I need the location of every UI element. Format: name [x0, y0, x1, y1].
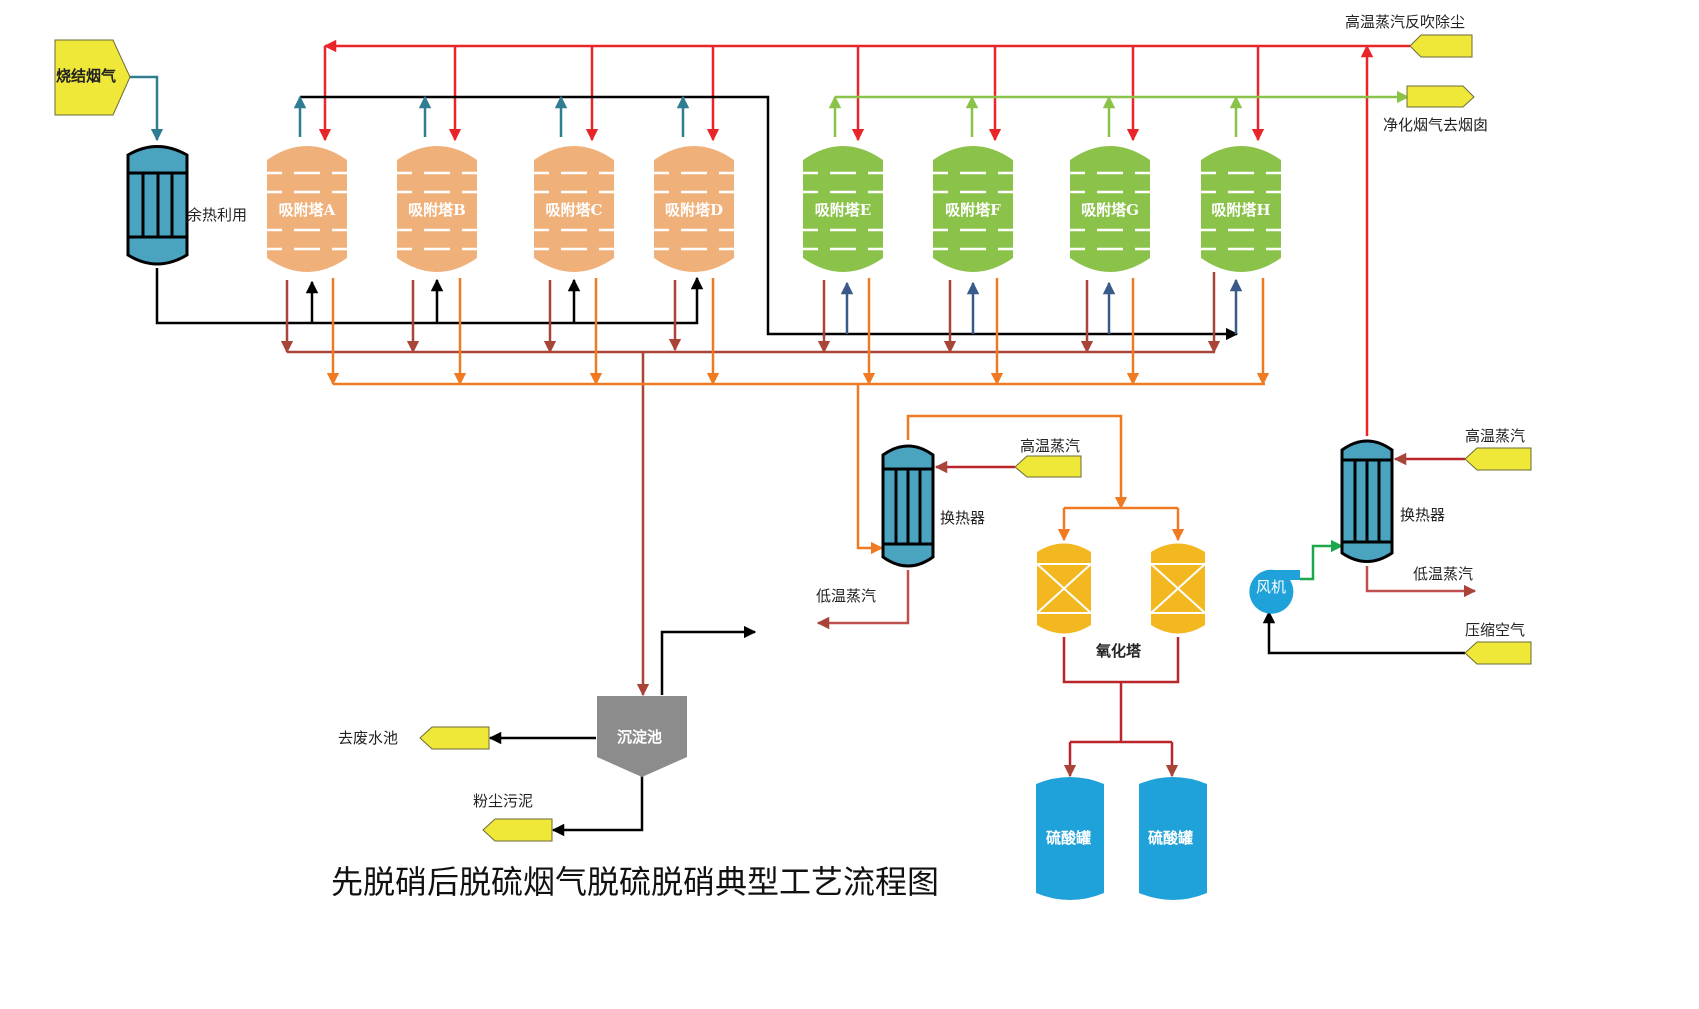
steam-backblow-label: 高温蒸汽反吹除尘 — [1345, 13, 1465, 31]
exchanger-to-oxidation — [906, 414, 1128, 510]
oxidation-tower-label: 氧化塔 — [1095, 642, 1142, 660]
tower-label: 吸附塔G — [1081, 201, 1139, 219]
heat-exchanger-1[interactable] — [881, 444, 935, 568]
oxidation-tower-2[interactable] — [1150, 543, 1206, 634]
sinter-gas-label: 烧结烟气 — [56, 67, 116, 85]
tower-label: 吸附塔C — [546, 201, 603, 219]
settling-tank-label: 沉淀池 — [617, 728, 662, 746]
adsorption-towers: 吸附塔A 吸附塔B 吸附塔C 吸附塔D 吸附塔E 吸附塔F 吸附塔G 吸附塔H — [267, 146, 1281, 272]
tower-label: 吸附塔A — [279, 201, 336, 219]
tower-body — [397, 146, 477, 272]
low-temp-steam-1-label: 低温蒸汽 — [816, 587, 876, 605]
pipes — [130, 39, 1477, 837]
tower-body — [267, 146, 347, 272]
diagram-title: 先脱硝后脱硫烟气脱硫脱硝典型工艺流程图 — [331, 863, 939, 901]
adsorption-tower-d[interactable]: 吸附塔D — [654, 146, 734, 272]
adsorption-tower-b[interactable]: 吸附塔B — [397, 146, 477, 272]
dust-sludge-label: 粉尘污泥 — [473, 792, 533, 810]
so2-to-exchanger — [856, 384, 884, 555]
to-sludge — [551, 776, 644, 837]
inlet-header-ad — [155, 268, 704, 325]
low-temp-steam-2-label: 低温蒸汽 — [1413, 565, 1473, 583]
tower-body — [1070, 146, 1150, 272]
tower-label: 吸附塔F — [945, 201, 1001, 219]
settling-tank[interactable]: 沉淀池 — [597, 696, 687, 777]
acid-tank-2[interactable]: 硫酸罐 — [1139, 777, 1207, 900]
air-to-fan — [1262, 610, 1465, 655]
heat-exchanger-1-label: 换热器 — [940, 509, 985, 527]
compressed-air-label: 压缩空气 — [1465, 621, 1525, 639]
acid-tank-1[interactable]: 硫酸罐 — [1036, 777, 1104, 900]
tower-body — [654, 146, 734, 272]
waste-water-label: 去废水池 — [338, 729, 398, 747]
terminal-dust-sludge[interactable] — [482, 818, 553, 842]
high-temp-steam-2-label: 高温蒸汽 — [1465, 427, 1525, 445]
terminal-clean-gas[interactable] — [1406, 85, 1475, 108]
adsorption-tower-f[interactable]: 吸附塔F — [933, 146, 1013, 272]
low-steam-2-line — [1365, 566, 1477, 598]
tower-label: 吸附塔B — [408, 201, 466, 219]
low-steam-1-line — [816, 570, 910, 630]
adsorption-tower-e[interactable]: 吸附塔E — [803, 146, 883, 272]
oxidation-tower-1[interactable] — [1036, 543, 1092, 634]
waste-heat-label: 余热利用 — [187, 206, 247, 224]
settling-overflow — [660, 625, 757, 695]
high-temp-steam-1-label: 高温蒸汽 — [1020, 437, 1080, 455]
terminal-waste-water[interactable] — [419, 726, 490, 750]
adsorption-tower-a[interactable]: 吸附塔A — [267, 146, 347, 272]
fan[interactable]: 风机 — [1249, 569, 1300, 614]
acid-tank-1-label: 硫酸罐 — [1046, 829, 1091, 847]
adsorption-tower-g[interactable]: 吸附塔G — [1070, 146, 1150, 272]
sinter-gas-line — [130, 75, 164, 142]
fan-to-exchanger — [1300, 539, 1344, 581]
tower-body — [534, 146, 614, 272]
fan-label: 风机 — [1256, 578, 1286, 596]
tower-label: 吸附塔D — [665, 201, 723, 219]
terminal-compressed-air[interactable] — [1464, 641, 1532, 665]
tower-body — [803, 146, 883, 272]
acid-tank-2-label: 硫酸罐 — [1148, 829, 1193, 847]
tower-body — [933, 146, 1013, 272]
tower-label: 吸附塔H — [1211, 201, 1270, 219]
tower-body — [1201, 146, 1281, 272]
terminal-sinter-gas[interactable]: 烧结烟气 — [54, 39, 131, 116]
orange-outlet-header — [300, 95, 1239, 341]
waste-heat-exchanger[interactable] — [126, 145, 189, 266]
adsorption-tower-c[interactable]: 吸附塔C — [534, 146, 614, 272]
adsorption-tower-h[interactable]: 吸附塔H — [1201, 146, 1281, 272]
clean-gas-label: 净化烟气去烟囱 — [1383, 116, 1488, 134]
terminal-steam-backblow[interactable] — [1409, 34, 1473, 58]
heat-exchanger-2-label: 换热器 — [1400, 506, 1445, 524]
terminal-high-temp-steam-1[interactable] — [1014, 455, 1082, 478]
heat-exchanger-2[interactable] — [1340, 439, 1394, 563]
terminal-high-temp-steam-2[interactable] — [1464, 447, 1532, 471]
tower-label: 吸附塔E — [815, 201, 871, 219]
